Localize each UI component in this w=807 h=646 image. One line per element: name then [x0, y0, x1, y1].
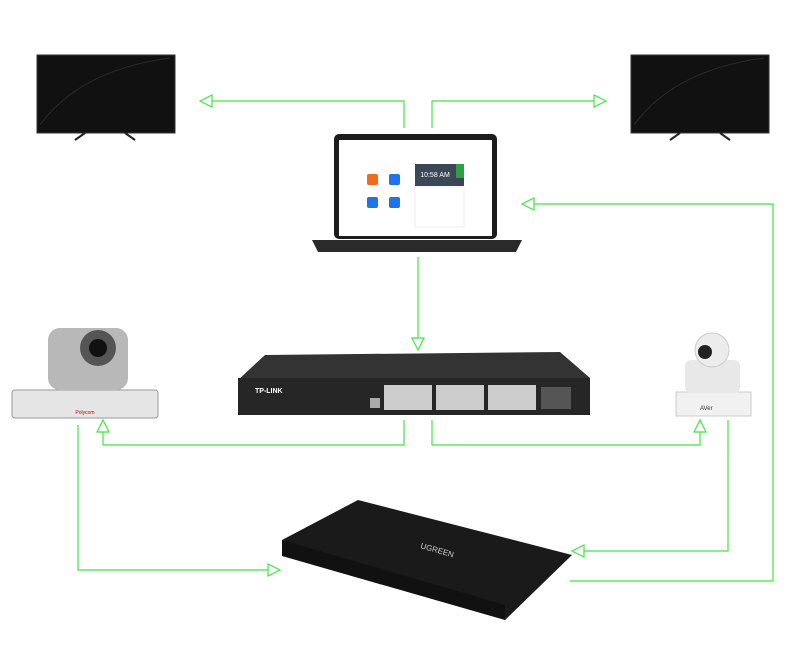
arrow-icon [96, 418, 110, 433]
link-conference-camera-splitter [77, 425, 268, 571]
tv-right [630, 54, 770, 141]
arrow-icon [693, 418, 707, 433]
link-ptz-camera-splitter [584, 420, 729, 552]
switch-logo: TP-LINK [255, 388, 283, 395]
laptop: 10:58 AM [312, 134, 522, 252]
connections [77, 94, 774, 582]
tv-left [36, 54, 176, 141]
network-switch: TP-LINK [238, 352, 590, 415]
arrow-icon [198, 94, 213, 108]
ptz-camera: AVer [675, 332, 752, 417]
conference-camera: Polycom [11, 328, 159, 419]
link-switch-ptz-camera [431, 420, 701, 446]
hdmi-splitter: UGREEN [282, 500, 572, 620]
link-laptop-tv-right [431, 100, 594, 128]
link-laptop-tv-left [212, 100, 405, 128]
link-switch-conference-camera [102, 420, 405, 446]
link-splitter-laptop [534, 203, 774, 582]
arrow-icon [593, 94, 608, 108]
laptop-screen-clock: 10:58 AM [420, 172, 450, 179]
arrow-icon [570, 544, 585, 558]
arrow-icon [520, 197, 535, 211]
arrow-icon [411, 337, 425, 352]
arrow-icon [267, 563, 282, 577]
camera-logo: Polycom [75, 410, 94, 416]
ptz-logo: AVer [700, 406, 713, 412]
